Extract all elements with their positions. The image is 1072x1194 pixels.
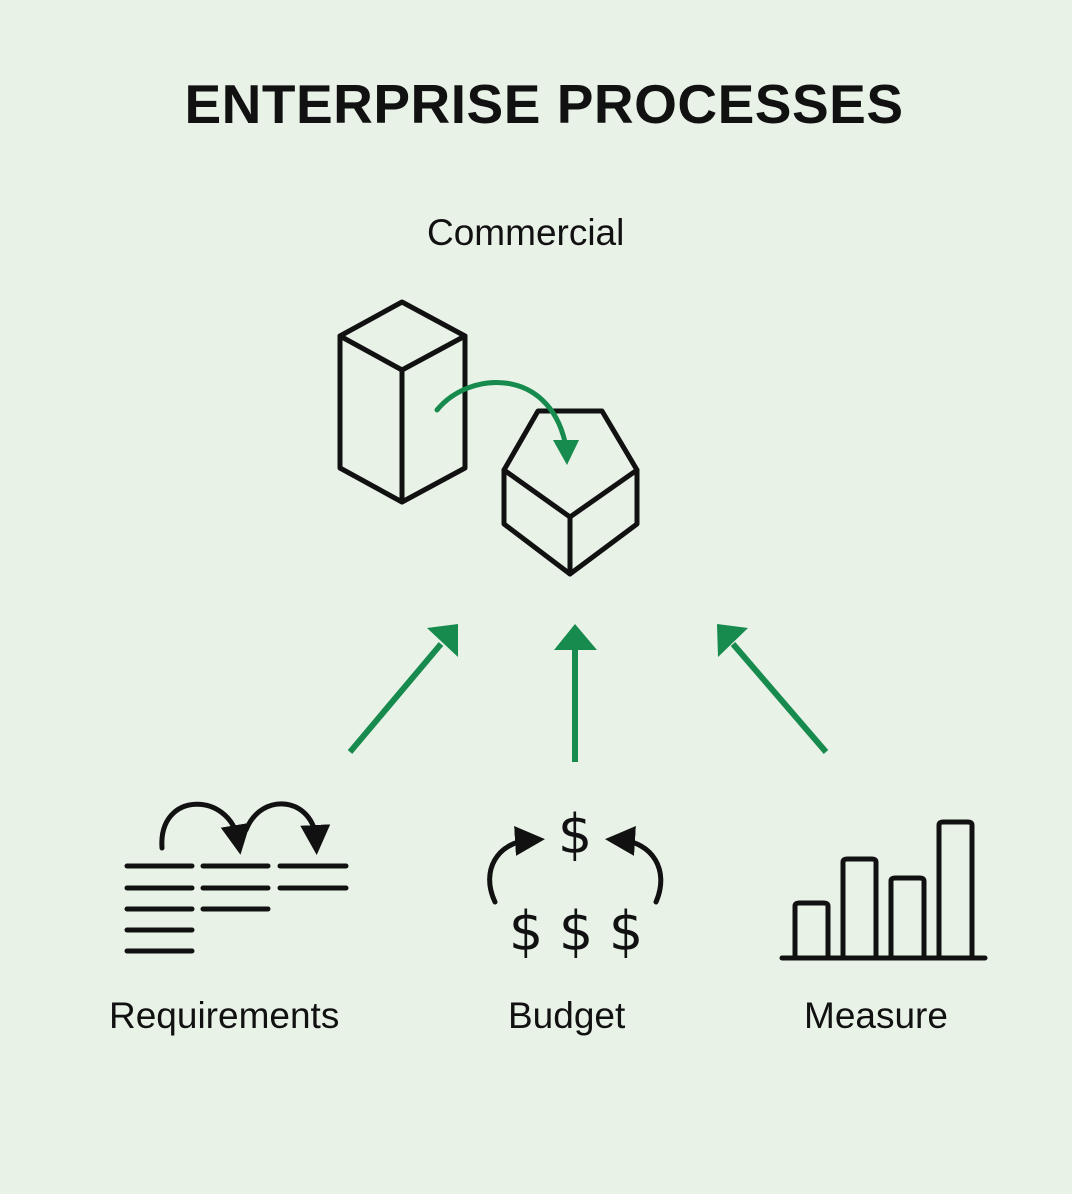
measure-label: Measure	[804, 995, 948, 1036]
page-title: ENTERPRISE PROCESSES	[184, 73, 904, 135]
budget-label: Budget	[508, 995, 626, 1036]
arrow-budget-to-commercial	[554, 624, 597, 762]
cycle-arrows-icon	[487, 825, 664, 905]
arrow-measure-to-commercial	[717, 624, 829, 754]
commercial-boxes-icon	[337, 299, 640, 577]
open-box-icon	[501, 408, 640, 577]
requirements-icon	[124, 801, 349, 954]
tall-box-icon	[337, 299, 468, 505]
budget-dollar-1: $	[509, 900, 543, 963]
budget-icon: $ $ $ $	[487, 803, 664, 963]
requirements-label: Requirements	[109, 995, 340, 1036]
budget-dollar-2: $	[559, 900, 593, 963]
budget-dollar-top: $	[558, 803, 592, 866]
budget-dollar-3: $	[609, 900, 643, 963]
commercial-label: Commercial	[427, 212, 625, 253]
arrow-requirements-to-commercial	[347, 624, 458, 754]
transfer-arrow-icon	[434, 380, 579, 465]
bar-chart-icon	[779, 819, 988, 961]
